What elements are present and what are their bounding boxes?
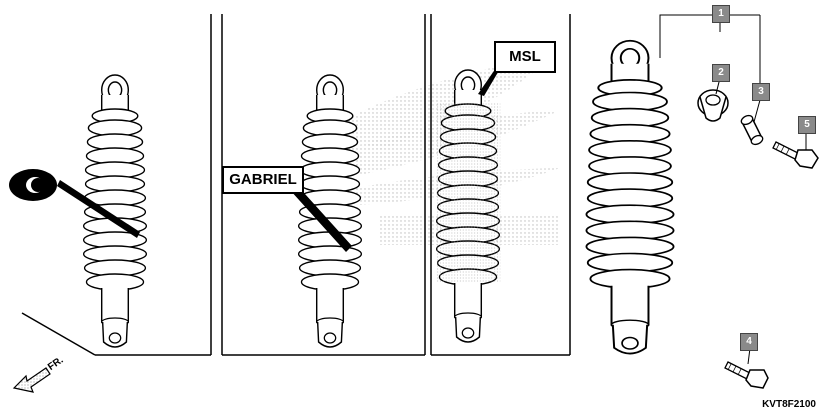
shock-absorber-icon xyxy=(435,69,501,343)
callout-5[interactable]: 5 xyxy=(798,116,816,134)
callout-1[interactable]: 1 xyxy=(712,5,730,23)
callout-leaders xyxy=(659,14,807,365)
gabriel-pointer xyxy=(290,184,352,252)
bolt-icon xyxy=(724,361,769,389)
callout-2[interactable]: 2 xyxy=(712,64,730,82)
shock-absorber-icon xyxy=(82,74,148,348)
callout-4[interactable]: 4 xyxy=(740,333,758,351)
msl-label: MSL xyxy=(494,41,556,73)
direction-arrow-icon xyxy=(12,367,51,393)
callout-3[interactable]: 3 xyxy=(752,83,770,101)
brand-logo-icon xyxy=(9,169,140,238)
bushing-icon xyxy=(697,89,729,122)
panel-frames xyxy=(21,14,571,356)
gabriel-label: GABRIEL xyxy=(222,166,304,194)
collar-icon xyxy=(740,114,764,146)
shock-absorber-icon xyxy=(297,74,363,348)
diagram-code: KVT8F2100 xyxy=(762,399,816,410)
shock-absorber-icon xyxy=(585,39,675,355)
bolt-icon xyxy=(772,141,819,169)
